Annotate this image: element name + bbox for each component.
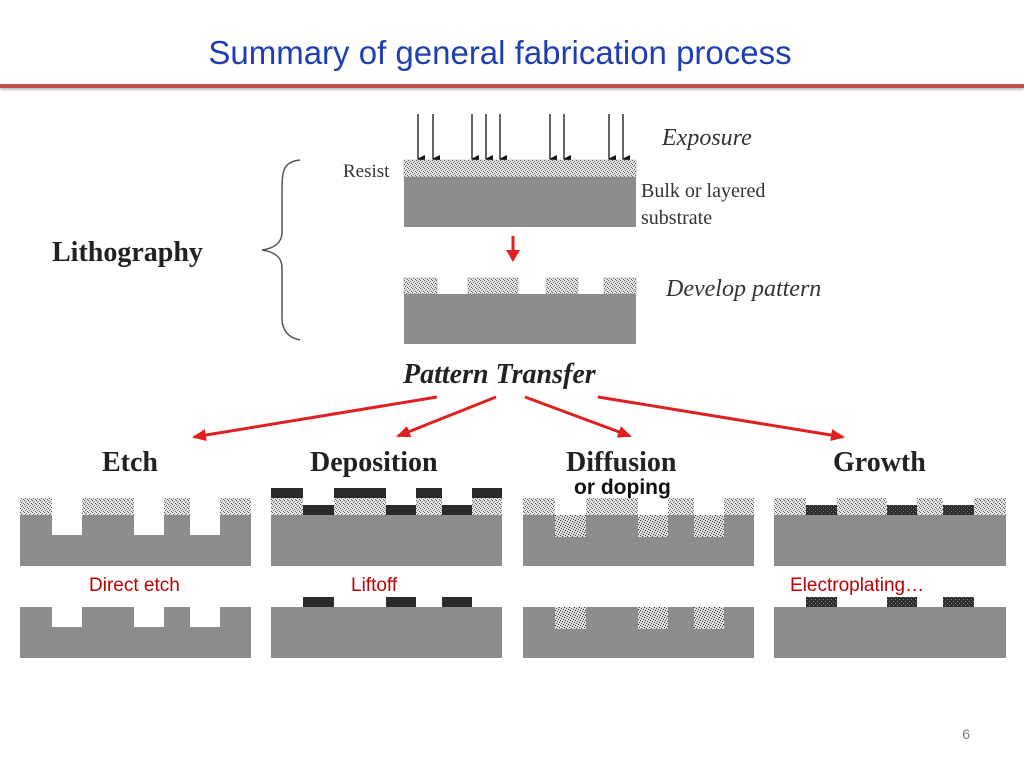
diffusion-after-diagram [523,607,754,658]
deposition-before-diagram [271,488,502,566]
growth-before-diagram [774,498,1006,566]
diffusion-before-diagram [523,498,754,566]
process-title-growth: Growth [833,447,926,478]
process-title-diffusion: Diffusion [566,447,677,478]
lithography-brace [261,159,301,341]
process-title-deposition: Deposition [310,447,438,478]
exposure-arrows [417,114,630,163]
develop-label: Develop pattern [665,276,821,302]
title-underline [0,84,1024,88]
process-subtitle-diffusion: or doping [574,476,671,499]
process-title-etch: Etch [102,447,158,478]
substrate-exposure [404,177,636,227]
page-number: 6 [962,726,970,742]
pattern-transfer-arrows [192,395,845,441]
develop-arrow [506,236,520,262]
substrate-label-line1: Bulk or layered [641,180,765,202]
deposition-after-diagram [271,597,502,658]
lithography-label: Lithography [52,237,203,268]
substrate-label-line2: substrate [641,207,712,229]
developed-stack [403,277,637,344]
exposure-label: Exposure [661,125,752,151]
resist-label: Resist [343,161,390,182]
etch-before-diagram [20,498,251,566]
etch-after-diagram [20,607,251,658]
example-etch: Direct etch [89,575,180,596]
resist-layer-exposure [403,159,637,178]
example-deposition: Liftoff [351,575,398,596]
growth-after-diagram [774,597,1006,658]
pattern-transfer-label: Pattern Transfer [402,359,597,390]
slide-title: Summary of general fabrication process [208,34,792,71]
example-growth: Electroplating… [790,575,924,596]
